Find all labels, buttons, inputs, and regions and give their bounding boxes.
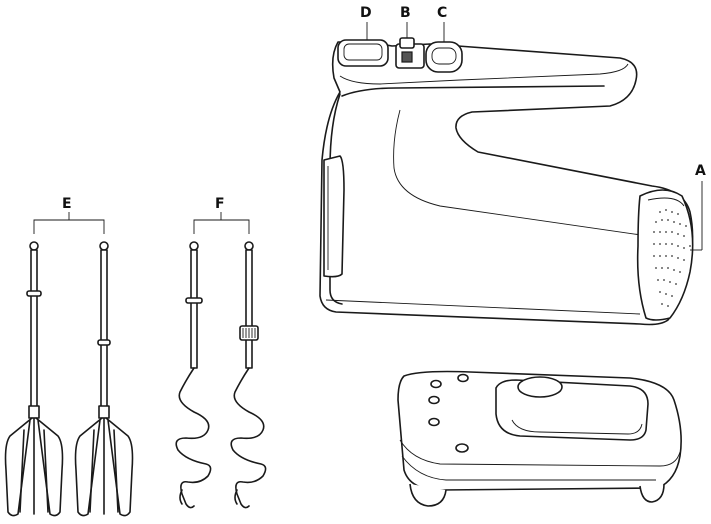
beater-eject-button [338, 40, 388, 66]
speed-control [396, 38, 424, 68]
beaters-pair: E [6, 196, 133, 516]
hand-mixer-body [320, 42, 693, 325]
label-c: C [437, 5, 447, 21]
callout-b: B [400, 5, 411, 38]
beater-right [76, 242, 133, 516]
label-f: F [215, 196, 225, 212]
callout-e: E [34, 196, 104, 234]
label-d: D [360, 5, 372, 21]
label-a: A [695, 163, 706, 179]
callout-c: C [437, 5, 447, 42]
dough-hook-left [176, 242, 210, 508]
label-b: B [400, 5, 411, 21]
turbo-button [426, 42, 462, 72]
air-vent [638, 190, 693, 320]
storage-case [398, 372, 681, 507]
beater-left [6, 242, 63, 516]
dough-hook-right [231, 242, 265, 508]
label-e: E [62, 196, 72, 212]
callout-d: D [360, 5, 372, 40]
dough-hooks-pair: F [176, 196, 265, 508]
callout-f: F [194, 196, 249, 234]
